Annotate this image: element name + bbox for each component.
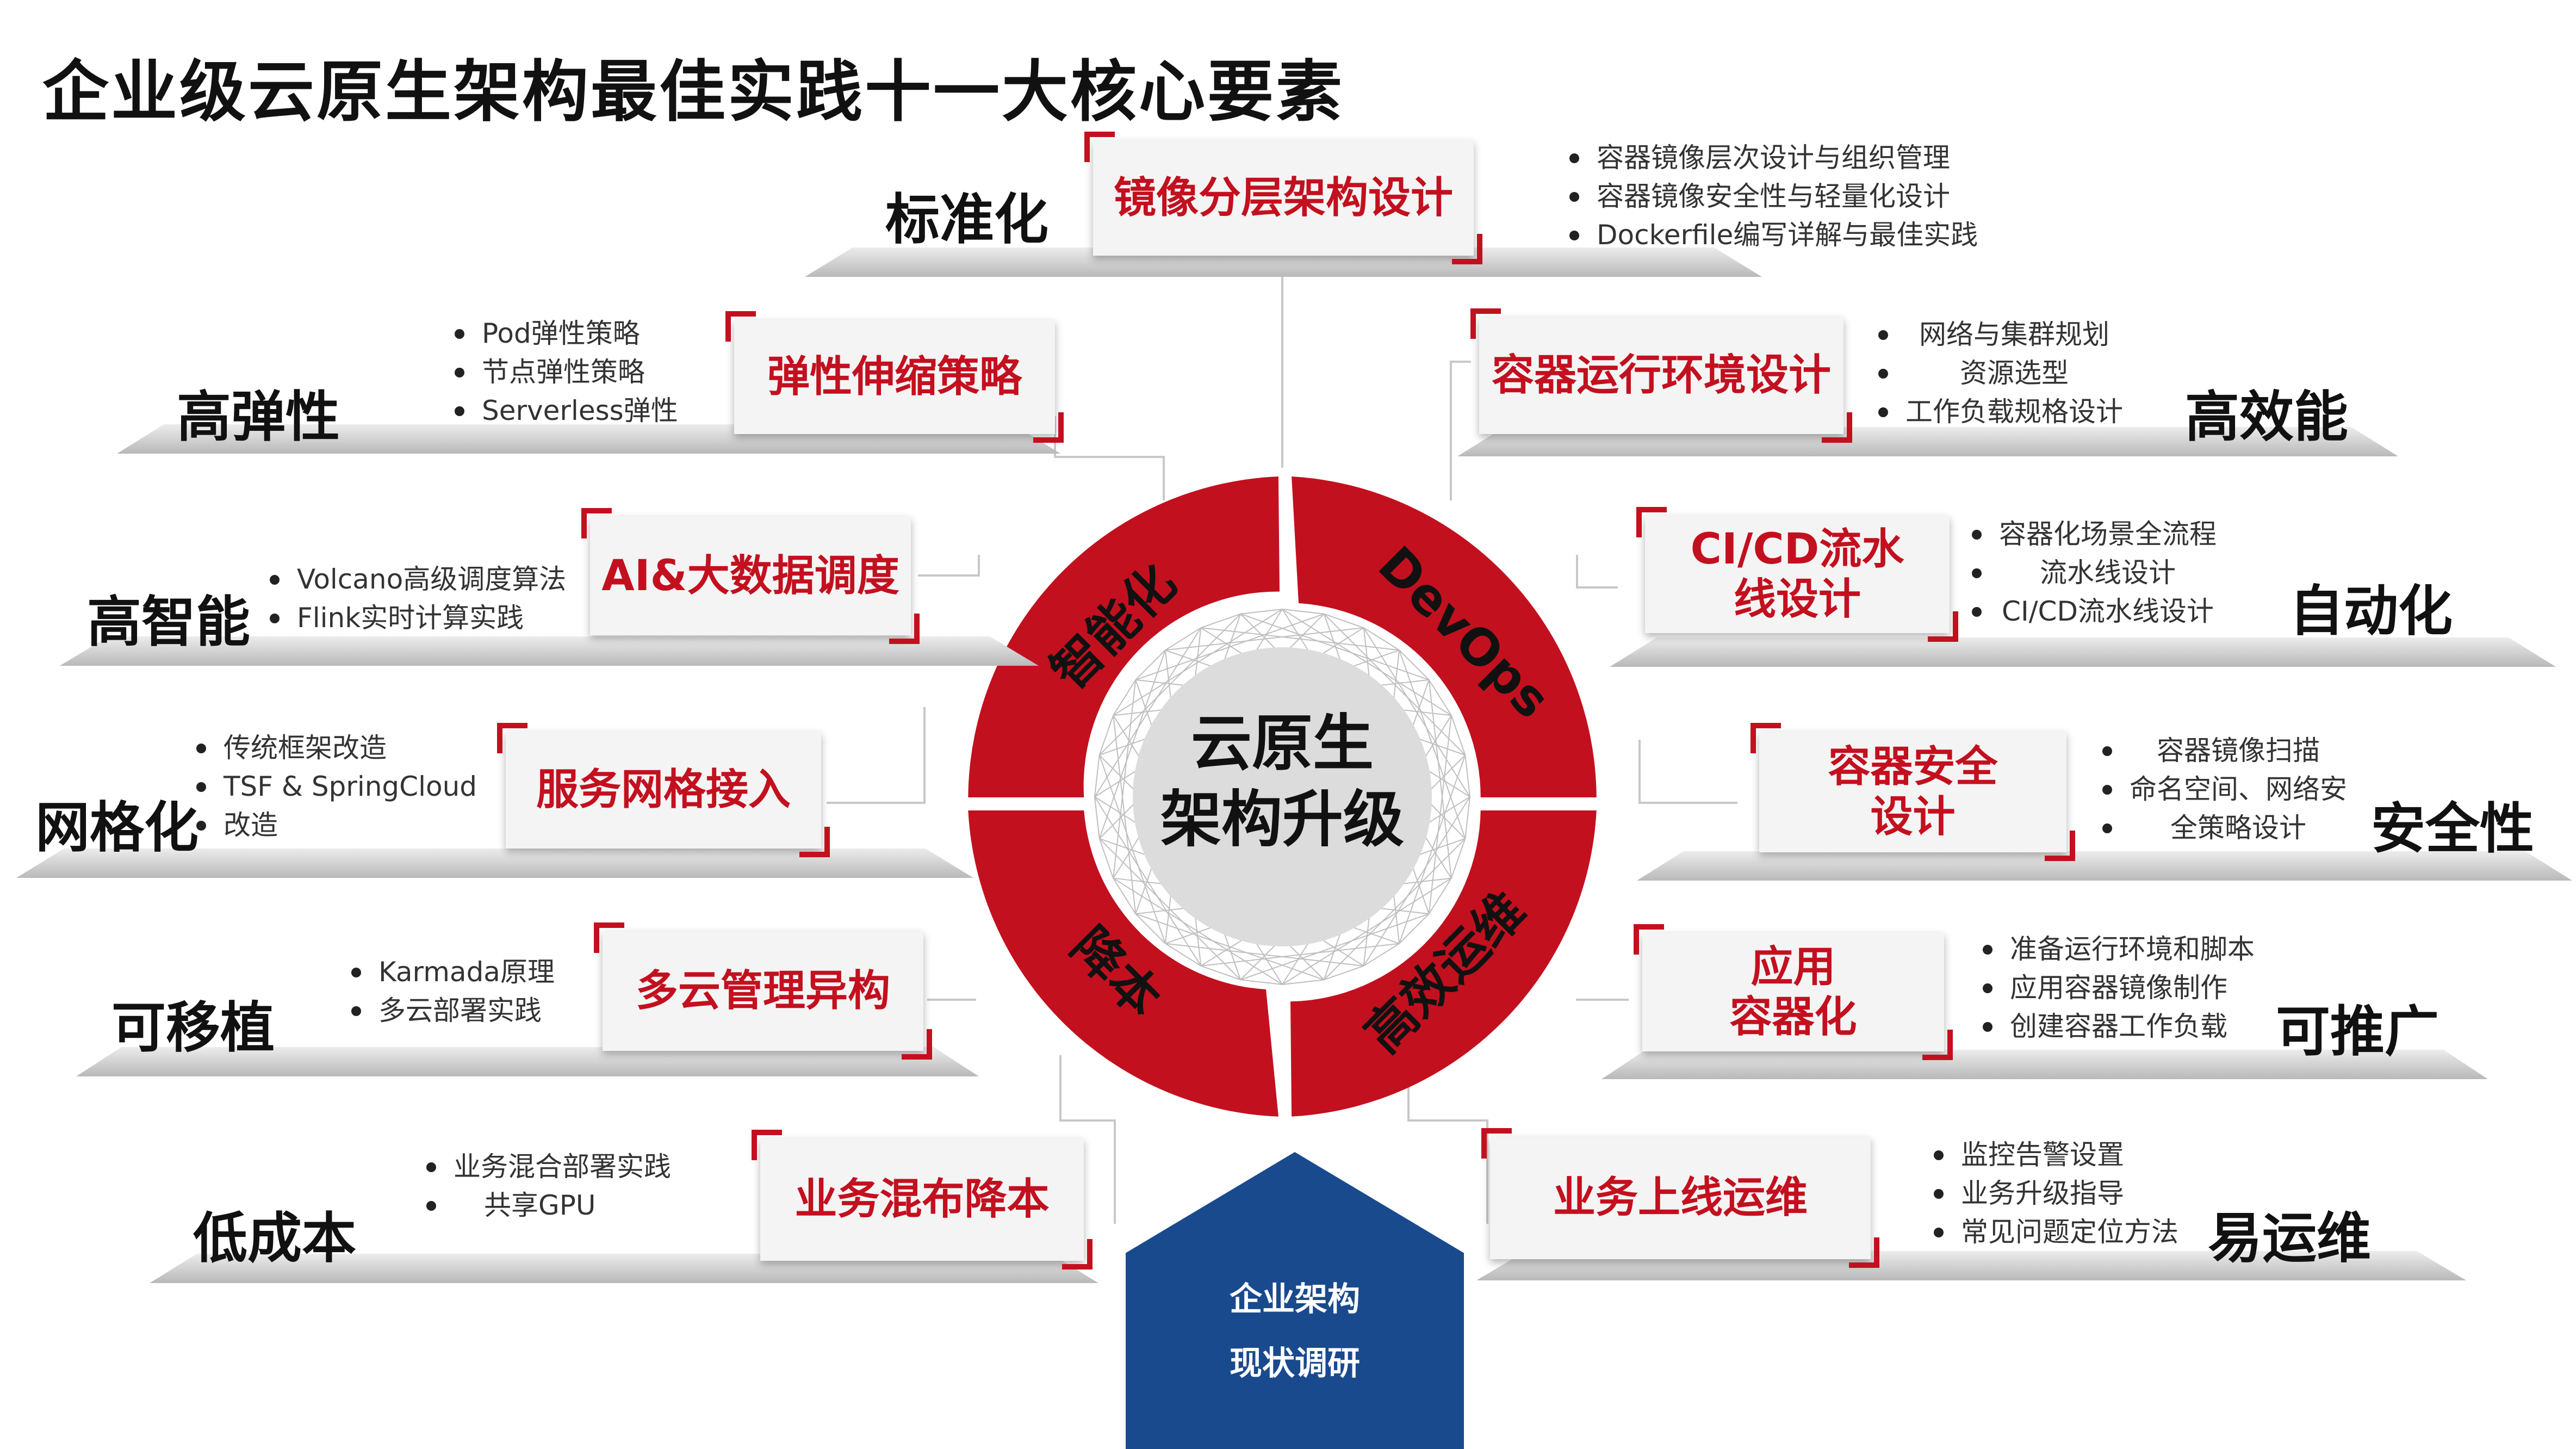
bullet-item: Volcano高级调度算法: [266, 560, 566, 599]
bullet-item: 节点弹性策略: [451, 353, 678, 392]
bullet-continuation: 全策略设计: [2099, 809, 2347, 847]
card-app-containerization: 应用容器化: [1634, 924, 1953, 1060]
card-cicd-line2: 线设计: [1733, 575, 1861, 624]
bullet-item: Karmada原理: [348, 953, 555, 992]
bullets-low-cost: 业务混合部署实践 共享GPU: [423, 1148, 671, 1225]
bullet-item: 多云部署实践: [348, 992, 555, 1030]
category-security: 安全性: [2371, 797, 2534, 860]
bullets-elasticity: Pod弹性策略 节点弹性策略 Serverless弹性: [451, 314, 678, 430]
ring-sector-intelligent: [968, 476, 1280, 797]
card-image-layering: 镜像分层架构设计: [1084, 132, 1482, 264]
bullets-security: 容器镜像扫描 命名空间、网络安 全策略设计: [2099, 732, 2347, 847]
card-release-ops: 业务上线运维: [1481, 1128, 1879, 1268]
bullets-operability: 监控告警设置 业务升级指导 常见问题定位方法: [1931, 1136, 2178, 1252]
category-elasticity: 高弹性: [177, 385, 340, 449]
platform-promotion: [1602, 1050, 2488, 1079]
category-operability: 易运维: [2208, 1206, 2371, 1270]
bullet-item: 容器镜像扫描: [2099, 732, 2347, 770]
card-autoscaling: 弹性伸缩策略: [725, 311, 1064, 443]
bullet-item: TSF & SpringCloud: [193, 767, 477, 806]
bullet-item: 容器镜像安全性与轻量化设计: [1566, 177, 1978, 216]
bullet-item: Serverless弹性: [451, 392, 678, 430]
bullet-item: 业务混合部署实践: [423, 1148, 671, 1186]
bullet-item: 准备运行环境和脚本: [1979, 930, 2255, 969]
card-security-line2: 设计: [1870, 792, 1956, 841]
bullet-item: CI/CD流水线设计: [1969, 592, 2217, 631]
category-mesh: 网格化: [35, 796, 198, 859]
card-service-mesh: 服务网格接入: [497, 723, 830, 857]
bullet-item: 应用容器镜像制作: [1979, 969, 2255, 1007]
core-label-line1: 云原生: [1191, 708, 1374, 779]
bullets-intelligence: Volcano高级调度算法 Flink实时计算实践: [266, 560, 566, 637]
card-security-line1: 容器安全: [1828, 742, 1998, 791]
bullets-standardization: 容器镜像层次设计与组织管理 容器镜像安全性与轻量化设计 Dockerfile编写…: [1566, 139, 1978, 255]
category-efficiency: 高效能: [2185, 385, 2348, 449]
connector-lines: [827, 275, 1737, 1224]
bullet-item: 资源选型: [1875, 354, 2123, 393]
bullet-item: 命名空间、网络安: [2099, 770, 2347, 809]
category-portability: 可移植: [111, 996, 275, 1060]
bullet-item: 工作负载规格设计: [1875, 393, 2123, 431]
platform-intelligence: [60, 636, 1039, 666]
foundation-line1: 企业架构: [1230, 1280, 1360, 1318]
card-runtime-env: 容器运行环境设计: [1470, 308, 1852, 443]
bullet-item: Flink实时计算实践: [266, 599, 566, 637]
bullet-item: 共享GPU: [423, 1186, 671, 1225]
bullet-item: Dockerfile编写详解与最佳实践: [1566, 216, 1978, 255]
ring-sector-efficient-ops: [1290, 810, 1597, 1117]
core-label-line2: 架构升级: [1160, 784, 1404, 855]
foundation-line2: 现状调研: [1230, 1345, 1360, 1383]
card-app-line2: 容器化: [1729, 993, 1857, 1042]
bullet-item: 网络与集群规划: [1875, 315, 2123, 354]
bullets-mesh: 传统框架改造 TSF & SpringCloud 改造: [193, 729, 477, 845]
page-title: 企业级云原生架构最佳实践十一大核心要素: [42, 52, 1344, 131]
platform-automation: [1610, 637, 2556, 667]
card-app-line1: 应用: [1751, 942, 1836, 992]
bullet-item: 业务升级指导: [1931, 1174, 2178, 1213]
category-automation: 自动化: [2289, 579, 2453, 643]
bullet-item: 常见问题定位方法: [1931, 1213, 2178, 1252]
card-ai-bigdata: AI&大数据调度: [581, 508, 920, 644]
category-intelligence: 高智能: [87, 590, 250, 654]
category-standardization: 标准化: [885, 188, 1048, 251]
bullets-efficiency: 网络与集群规划 资源选型 工作负载规格设计: [1875, 315, 2123, 431]
ring-sector-cost-down: [968, 810, 1278, 1117]
category-promotion: 可推广: [2276, 1000, 2439, 1063]
card-mixed-deploy: 业务混布降本: [752, 1130, 1093, 1270]
card-cicd-line1: CI/CD流水: [1690, 524, 1904, 574]
core-circle: [1133, 647, 1432, 946]
bullets-promotion: 准备运行环境和脚本 应用容器镜像制作 创建容器工作负载: [1979, 930, 2255, 1046]
bullets-automation: 容器化场景全流程 流水线设计 CI/CD流水线设计: [1969, 515, 2217, 631]
bullet-continuation: 改造: [193, 806, 477, 845]
bullet-item: 容器化场景全流程: [1969, 515, 2217, 554]
category-low-cost: 低成本: [193, 1206, 356, 1270]
platform-security: [1637, 851, 2572, 881]
card-cicd: CI/CD流水线设计: [1636, 507, 1958, 642]
bullet-item: 容器镜像层次设计与组织管理: [1566, 139, 1978, 177]
card-container-security: 容器安全设计: [1751, 723, 2075, 861]
bullet-item: 传统框架改造: [193, 729, 477, 767]
bullet-continuation: 流水线设计: [1969, 554, 2217, 592]
platform-portability: [76, 1047, 979, 1076]
ring-sector-devops: [1292, 476, 1597, 797]
foundation-label: 企业架构 现状调研: [1126, 1267, 1464, 1396]
bullet-item: 创建容器工作负载: [1979, 1007, 2255, 1046]
bullet-item: 监控告警设置: [1931, 1136, 2178, 1174]
card-multicloud: 多云管理异构: [594, 922, 932, 1060]
bullets-portability: Karmada原理 多云部署实践: [348, 953, 555, 1030]
bullet-item: Pod弹性策略: [451, 314, 678, 353]
